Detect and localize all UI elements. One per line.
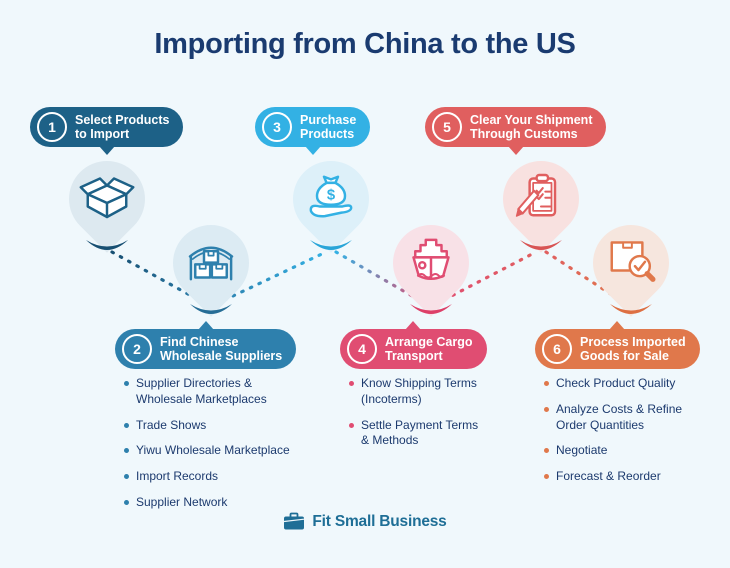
bullet-dot <box>544 406 549 412</box>
badge-pointer <box>507 146 524 155</box>
bullet-text: Negotiate <box>556 443 608 458</box>
step-label-3: Purchase Products <box>300 113 357 141</box>
step-label-4: Arrange Cargo Transport <box>385 335 473 363</box>
pin-tail <box>410 304 452 314</box>
list-item: Forecast & Reorder <box>544 469 714 485</box>
bullet-dot <box>349 422 354 428</box>
pin-tail <box>520 240 562 250</box>
step-badge-3: 3 Purchase Products <box>255 107 371 155</box>
step-label-6: Process Imported Goods for Sale <box>580 335 686 363</box>
step-4-bullet-list: Know Shipping Terms (Incoterms) Settle P… <box>349 376 504 449</box>
brand-name: Fit Small Business <box>312 512 447 530</box>
bullet-dot <box>544 381 549 386</box>
step-badge-5: 5 Clear Your Shipment Through Customs <box>425 107 607 155</box>
bullet-text: Forecast & Reorder <box>556 469 661 484</box>
pin-tail <box>86 240 128 250</box>
bullet-dot <box>349 381 354 386</box>
list-item: Yiwu Wholesale Marketplace <box>124 443 309 459</box>
list-item: Import Records <box>124 469 309 485</box>
step-number-1: 1 <box>37 112 67 142</box>
list-item: Check Product Quality <box>544 376 714 392</box>
bullet-text: Analyze Costs & Refine Order Quantities <box>556 401 683 432</box>
footer-brand: Fit Small Business <box>0 512 730 531</box>
cargo-ship-icon <box>412 238 450 281</box>
list-item: Supplier Network <box>124 495 309 511</box>
open-box-icon <box>79 177 135 219</box>
badge-pointer <box>609 321 626 330</box>
step-badge-4: 4 Arrange Cargo Transport <box>340 321 487 369</box>
bullet-text: Yiwu Wholesale Marketplace <box>136 443 290 458</box>
step-badge-2: 2 Find Chinese Wholesale Suppliers <box>115 321 297 369</box>
money-bag-hand-icon: $ <box>309 175 353 218</box>
step-number-4: 4 <box>347 334 377 364</box>
list-item: Supplier Directories & Wholesale Marketp… <box>124 376 309 408</box>
step-badge-1: 1 Select Products to Import <box>30 107 184 155</box>
step-2-bullet-list: Supplier Directories & Wholesale Marketp… <box>124 376 309 511</box>
list-item: Trade Shows <box>124 418 309 434</box>
list-item: Analyze Costs & Refine Order Quantities <box>544 402 714 434</box>
svg-text:$: $ <box>327 188 336 204</box>
pin-step-6 <box>577 209 685 317</box>
badge-pointer <box>197 321 214 330</box>
pin-tail <box>190 304 232 314</box>
pin-tail <box>610 304 652 314</box>
pin-tail <box>310 240 352 250</box>
step-number-2: 2 <box>122 334 152 364</box>
bullet-text: Trade Shows <box>136 417 207 432</box>
step-number-6: 6 <box>542 334 572 364</box>
bullet-dot <box>124 381 129 386</box>
customs-clipboard-icon <box>515 173 557 217</box>
list-item: Know Shipping Terms (Incoterms) <box>349 376 504 408</box>
step-label-2: Find Chinese Wholesale Suppliers <box>160 335 283 363</box>
bullet-dot <box>124 474 129 480</box>
step-number-5: 5 <box>432 112 462 142</box>
briefcase-icon <box>284 512 305 530</box>
list-item: Settle Payment Terms & Methods <box>349 418 504 450</box>
step-label-5: Clear Your Shipment Through Customs <box>470 113 593 141</box>
bullet-text: Check Product Quality <box>556 376 676 390</box>
bullet-text: Know Shipping Terms (Incoterms) <box>361 376 477 406</box>
bullet-text: Settle Payment Terms & Methods <box>361 417 479 448</box>
badge-pointer <box>405 321 422 330</box>
bullet-dot <box>124 422 129 428</box>
step-number-3: 3 <box>262 112 292 142</box>
inspect-box-icon <box>610 241 656 282</box>
bullet-dot <box>124 448 129 454</box>
step-badge-6: 6 Process Imported Goods for Sale <box>535 321 700 369</box>
warehouse-icon <box>188 246 234 281</box>
step-6-bullet-list: Check Product Quality Analyze Costs & Re… <box>544 376 714 485</box>
pin-step-1 <box>53 145 161 253</box>
step-label-1: Select Products to Import <box>75 113 170 141</box>
pin-step-5 <box>487 145 595 253</box>
bullet-text: Supplier Directories & Wholesale Marketp… <box>136 376 267 406</box>
bullet-dot <box>544 448 549 454</box>
badge-pointer <box>304 146 321 155</box>
bullet-text: Supplier Network <box>136 495 228 510</box>
bullet-dot <box>124 500 129 506</box>
page-title: Importing from China to the US <box>154 28 576 60</box>
pin-step-3: $ <box>277 145 385 253</box>
pin-step-4 <box>377 209 485 317</box>
list-item: Negotiate <box>544 443 714 459</box>
badge-pointer <box>98 146 115 155</box>
bullet-text: Import Records <box>136 469 219 484</box>
pin-step-2 <box>157 209 265 317</box>
bullet-dot <box>544 474 549 480</box>
